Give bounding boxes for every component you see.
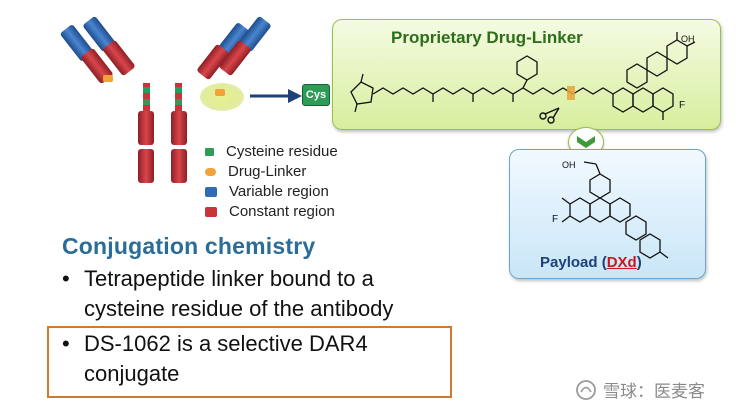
legend-constant-region: Constant region	[205, 203, 335, 220]
snowball-logo-icon	[576, 379, 596, 400]
dar4-highlight-box	[47, 326, 452, 398]
payload-dxd-label: DXd	[606, 254, 637, 271]
constant-region-swatch-icon	[205, 206, 217, 217]
drug-linker-panel: Proprietary Drug-Linker	[332, 19, 721, 130]
drug-linker-highlight	[200, 83, 244, 111]
hinge-right	[175, 83, 182, 113]
cleavage-site-marker	[567, 86, 575, 100]
cysteine-swatch-icon	[205, 147, 214, 156]
cys-tag: Cys	[302, 84, 330, 106]
scissors-icon	[539, 107, 560, 124]
conjugation-title: Conjugation chemistry	[62, 233, 316, 259]
legend-variable-region: Variable region	[205, 183, 329, 200]
payload-panel: OH F Payload (DXd)	[509, 149, 706, 279]
antibody-right-arm	[197, 16, 271, 96]
drug-linker-title: Proprietary Drug-Linker	[391, 28, 583, 47]
antibody-fc-region	[138, 111, 187, 183]
payload-structure	[561, 161, 669, 259]
bullet-linker: •Tetrapeptide linker bound to a cysteine…	[62, 266, 394, 321]
payload-label: Payload (DXd)	[540, 254, 642, 271]
hinge-left	[143, 83, 150, 113]
legend-cysteine: Cysteine residue	[205, 143, 338, 160]
variable-region-swatch-icon	[205, 186, 217, 197]
antibody-left-arm	[60, 16, 135, 84]
payload-f-label: F	[552, 214, 559, 225]
watermark: 雪球：医麦客	[575, 377, 705, 402]
bullet-dar4: •DS-1062 is a selective DAR4 conjugate	[62, 331, 368, 386]
arrow-right-icon	[250, 89, 302, 103]
antibody-illustration	[60, 16, 271, 183]
legend-drug-linker: Drug-Linker	[205, 163, 306, 180]
drug-linker-swatch-icon	[205, 167, 216, 176]
payload-oh-label: OH	[562, 160, 576, 170]
linker-oh-label: OH	[681, 34, 695, 44]
linker-f-label: F	[679, 100, 686, 111]
drug-linker-structure	[350, 32, 696, 124]
